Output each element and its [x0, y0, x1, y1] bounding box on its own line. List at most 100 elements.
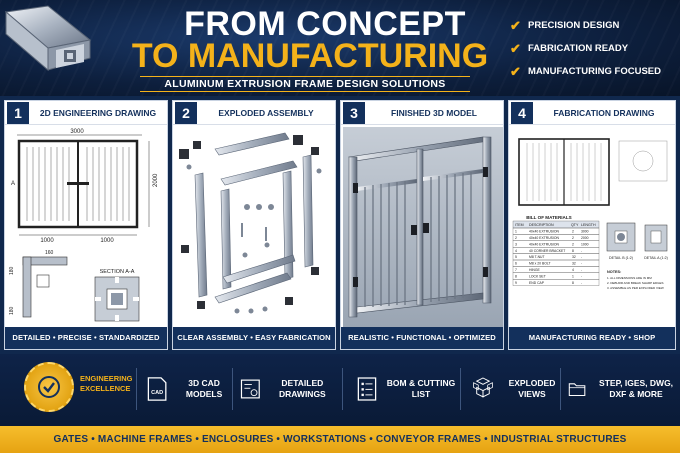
bom-cell: 5 [515, 255, 517, 259]
bom-cell: 32 [572, 255, 576, 259]
svg-text:LENGTH: LENGTH [581, 223, 596, 227]
svg-text:QTY: QTY [571, 223, 579, 227]
panel-title: FINISHED 3D MODEL [391, 107, 477, 118]
panel-header: 2 EXPLODED ASSEMBLY [173, 101, 335, 125]
svg-text:DETAIL B (1:2): DETAIL B (1:2) [609, 256, 633, 260]
check-item: ✔ PRECISION DESIGN [510, 17, 620, 33]
feature-file-formats: STEP, IGES, DWG, DXF & MORE [568, 366, 678, 412]
exploded-assembly-illustration [175, 127, 335, 327]
bom-cell: - [581, 249, 582, 253]
bom-cell: 40x40 EXTRUSION [529, 242, 560, 246]
bom-list-icon [357, 377, 377, 401]
panel-title: FABRICATION DRAWING [553, 107, 655, 118]
panel-footer: CLEAR ASSEMBLY • EASY FABRICATION [173, 327, 335, 349]
bom-cell: 8 [572, 249, 574, 253]
bom-cell: - [581, 268, 582, 272]
bom-cell: 40x40 EXTRUSION [529, 230, 560, 234]
svg-text:DETAIL A (1:2): DETAIL A (1:2) [644, 256, 668, 260]
divider [136, 368, 137, 410]
bom-cell: - [581, 281, 582, 285]
check-icon: ✔ [510, 63, 521, 79]
2d-drawing-illustration: 3000 2000 A 1000 1000 180 180 [7, 127, 167, 327]
feature-exploded-views: EXPLODED VIEWS [472, 366, 562, 412]
bom-cell: 6 [515, 262, 517, 266]
panel-3d-model: 3 FINISHED 3D MODEL [340, 100, 504, 350]
panel-title: EXPLODED ASSEMBLY [218, 107, 314, 118]
svg-text:180: 180 [9, 266, 15, 275]
check-icon: ✔ [510, 40, 521, 56]
divider [342, 368, 343, 410]
exploded-cubes-icon [473, 377, 493, 398]
excellence-badge-icon [24, 362, 74, 412]
badge-label: ENGINEERING EXCELLENCE [80, 374, 133, 393]
bom-cell: - [581, 274, 582, 278]
divider [232, 368, 233, 410]
bom-cell: 32 [572, 262, 576, 266]
bom-row [512, 279, 600, 286]
svg-text:SECTION A-A: SECTION A-A [100, 269, 135, 275]
bom-cell: 2 [572, 236, 574, 240]
svg-text:1000: 1000 [40, 238, 54, 244]
feature-checklist: ✔ PRECISION DESIGN ✔ FABRICATION READY ✔… [510, 14, 678, 83]
panel-header: 3 FINISHED 3D MODEL [341, 101, 503, 125]
divider [560, 368, 561, 410]
divider [460, 368, 461, 410]
bom-cell: 1000 [581, 242, 589, 246]
check-item: ✔ MANUFACTURING FOCUSED [510, 63, 661, 79]
panel-footer: REALISTIC • FUNCTIONAL • OPTIMIZED [341, 327, 503, 349]
panel-exploded-assembly: 2 EXPLODED ASSEMBLY [172, 100, 336, 350]
fabrication-drawing-illustration: BILL OF MATERIALS ITEM DESCRIPTION QTY L… [511, 127, 675, 327]
panel-2d-drawing: 1 2D ENGINEERING DRAWING 3000 2000 A 100… [4, 100, 168, 350]
bom-cell: - [581, 255, 582, 259]
svg-text:NOTES:: NOTES: [607, 270, 621, 274]
svg-text:180: 180 [9, 306, 15, 315]
svg-text:3. ASSEMBLE AS PER EXPLODED VI: 3. ASSEMBLE AS PER EXPLODED VIEW [607, 286, 664, 290]
panel-number: 2 [175, 101, 197, 124]
bom-cell: 40 CORNER BRACKET [529, 249, 565, 253]
feature-detailed-drawings: DETAILED DRAWINGS [240, 366, 336, 412]
bom-cell: 2 [515, 236, 517, 240]
bom-cell: 7 [515, 268, 517, 272]
blueprint-icon [240, 379, 260, 399]
bom-cell: 4 [515, 249, 517, 253]
svg-text:160: 160 [45, 250, 54, 256]
bom-cell: 2 [572, 230, 574, 234]
applications-bar: GATES • MACHINE FRAMES • ENCLOSURES • WO… [0, 426, 680, 453]
bom-cell: 8 [572, 281, 574, 285]
3d-gate-render [343, 127, 503, 327]
bom-cell: END CAP [529, 281, 545, 285]
bom-cell: 40x40 EXTRUSION [529, 236, 560, 240]
panel-title: 2D ENGINEERING DRAWING [39, 107, 157, 118]
headline-line-1: FROM CONCEPT [184, 5, 466, 43]
panel-header: 4 FABRICATION DRAWING [509, 101, 675, 125]
panels-row: 1 2D ENGINEERING DRAWING 3000 2000 A 100… [0, 96, 680, 364]
bom-cell: HINGE [529, 268, 540, 272]
bom-cell: 3000 [581, 230, 589, 234]
bom-cell: 4 [572, 268, 574, 272]
bom-cell: 9 [515, 281, 517, 285]
check-icon: ✔ [510, 17, 521, 33]
check-item: ✔ FABRICATION READY [510, 40, 629, 56]
bom-cell: 2000 [581, 236, 589, 240]
svg-text:2000: 2000 [153, 173, 159, 187]
panel-footer: MANUFACTURING READY • SHOP APPROVED [509, 327, 675, 364]
bom-cell: 2 [572, 242, 574, 246]
panel-number: 1 [7, 101, 29, 124]
feature-cad-models: CAD 3D CAD MODELS [146, 366, 232, 412]
subtitle: ALUMINUM EXTRUSION FRAME DESIGN SOLUTION… [140, 76, 470, 92]
svg-text:2. DEBURR AND BREAK SHARP EDGE: 2. DEBURR AND BREAK SHARP EDGES [607, 281, 663, 285]
bom-cell: 1 [515, 230, 517, 234]
extrusion-profile-icon [4, 5, 92, 72]
panel-number: 4 [511, 101, 533, 124]
svg-text:DESCRIPTION: DESCRIPTION [529, 223, 554, 227]
bom-cell: 3 [515, 242, 517, 246]
feature-bom: BOM & CUTTING LIST [356, 366, 456, 412]
panel-number: 3 [343, 101, 365, 124]
headline-line-2: TO MANUFACTURING [131, 37, 489, 75]
svg-text:CAD: CAD [151, 390, 163, 396]
bom-cell: M8 x 20 BOLT [529, 262, 551, 266]
bom-cell: 1 [572, 274, 574, 278]
cad-file-icon: CAD [147, 377, 167, 401]
svg-text:1000: 1000 [100, 238, 114, 244]
feature-strip: ENGINEERING EXCELLENCE CAD 3D CAD MODELS… [0, 354, 680, 426]
